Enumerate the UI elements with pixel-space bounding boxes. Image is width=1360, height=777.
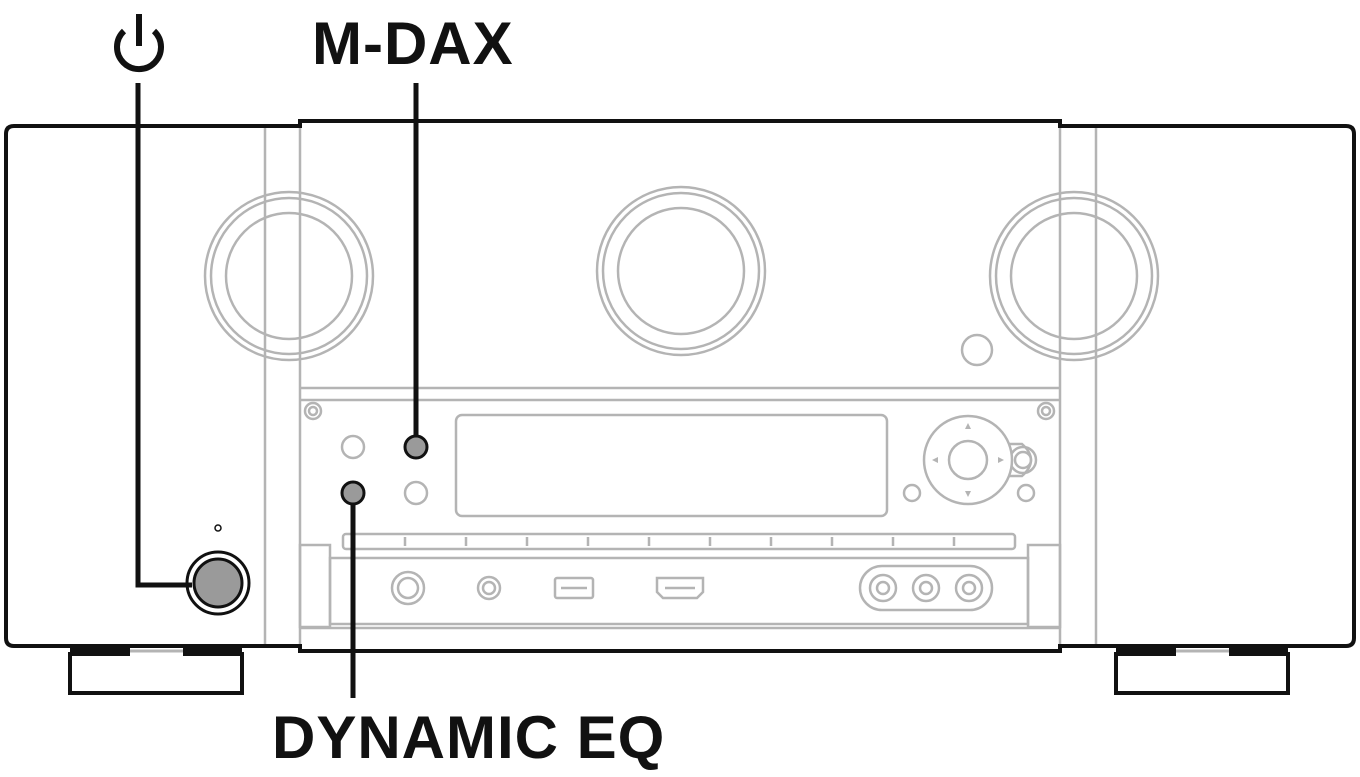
display-window [454, 413, 889, 518]
center-knob [595, 185, 767, 357]
knobs [203, 185, 1160, 367]
power-callout-line [135, 83, 192, 588]
small-round-button [960, 333, 994, 367]
headphone-jack [390, 570, 426, 606]
left-knob [203, 190, 375, 362]
left-foot [68, 646, 244, 695]
right-foot [1114, 646, 1290, 695]
hdmi-port [655, 576, 705, 600]
chassis-outline [4, 119, 1356, 653]
standby-indicator [214, 524, 222, 532]
av-input-panel [858, 564, 994, 612]
panel-button-a [340, 434, 366, 460]
panel-button-b [403, 480, 429, 506]
power-icon [114, 14, 164, 73]
dynamic-eq-label: DYNAMIC EQ [272, 704, 666, 771]
power-button[interactable] [185, 550, 251, 616]
usb-port [553, 576, 595, 600]
callout-lines [135, 83, 419, 698]
mic-jack [476, 575, 502, 601]
dynamic-eq-button[interactable] [340, 480, 366, 506]
mdax-button[interactable] [403, 434, 429, 460]
dpad [922, 414, 1038, 506]
strip-dividers [403, 537, 956, 546]
lower-panel [298, 386, 1062, 630]
mdax-label: M-DAX [312, 10, 514, 77]
right-knob [988, 190, 1160, 362]
